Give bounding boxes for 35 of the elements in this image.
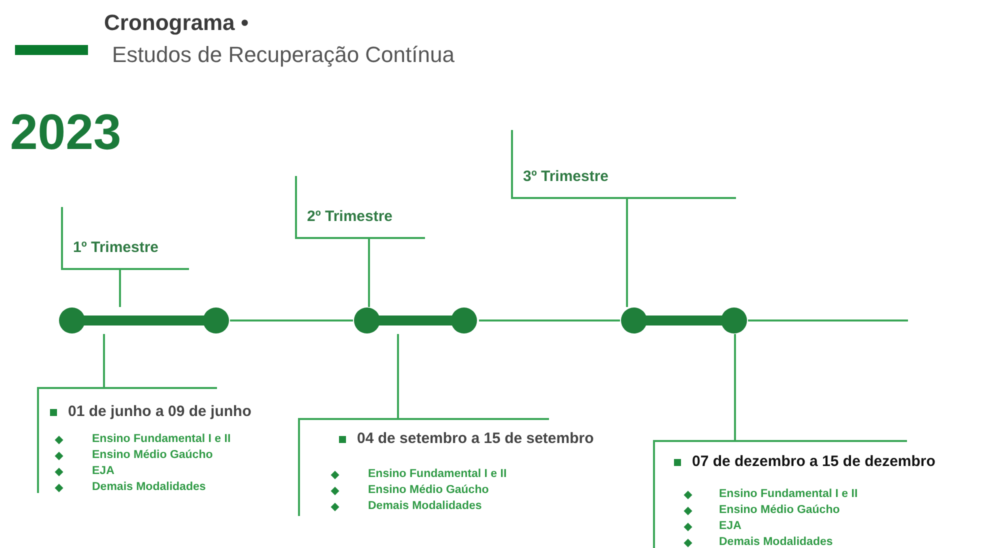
list-item: Ensino Fundamental I e II — [368, 468, 507, 480]
connector-line — [397, 334, 399, 418]
period-bar — [58, 307, 230, 334]
timeline-line — [748, 320, 908, 322]
list-item: Ensino Fundamental I e II — [92, 433, 231, 445]
year-label: 2023 — [10, 103, 122, 161]
list-item: Ensino Médio Gaúcho — [719, 504, 840, 516]
label-bracket — [511, 130, 736, 199]
title: Cronograma • — [104, 10, 249, 36]
date-range: 07 de dezembro a 15 de dezembro — [692, 453, 936, 470]
list-item: Ensino Médio Gaúcho — [368, 484, 489, 496]
list-item: Ensino Médio Gaúcho — [92, 449, 213, 461]
list-item: EJA — [92, 465, 114, 477]
list-item: Demais Modalidades — [368, 500, 482, 512]
period-bar — [353, 307, 479, 334]
connector-line — [119, 270, 121, 307]
period-label: 3º Trimestre — [523, 168, 609, 185]
label-bracket — [61, 207, 189, 270]
period-bar — [620, 307, 748, 334]
timeline-line — [479, 320, 620, 322]
list-item: Demais Modalidades — [92, 481, 206, 493]
label-bracket — [295, 176, 425, 239]
period-label: 1º Trimestre — [73, 239, 159, 256]
connector-line — [734, 334, 736, 440]
subtitle: Estudos de Recuperação Contínua — [112, 42, 454, 68]
list-item: Demais Modalidades — [719, 536, 833, 548]
connector-line — [368, 239, 370, 307]
timeline-line — [230, 320, 353, 322]
list-item: Ensino Fundamental I e II — [719, 488, 858, 500]
period-label: 2º Trimestre — [307, 208, 393, 225]
list-item: EJA — [719, 520, 742, 532]
date-range: 01 de junho a 09 de junho — [68, 403, 252, 420]
date-range: 04 de setembro a 15 de setembro — [357, 430, 594, 447]
connector-line — [103, 334, 105, 387]
connector-line — [626, 199, 628, 307]
